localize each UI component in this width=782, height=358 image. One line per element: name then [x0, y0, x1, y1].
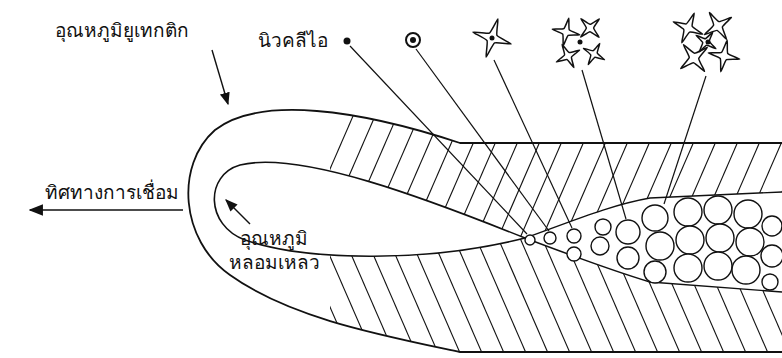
grain — [644, 261, 666, 283]
grain — [642, 205, 668, 231]
hatch-line — [476, 100, 536, 238]
grain — [732, 256, 760, 284]
eutectic-boundary — [188, 110, 782, 352]
dendrite-symbol — [581, 19, 600, 38]
grain — [525, 235, 535, 245]
grain — [616, 220, 640, 244]
nucleus-dot — [578, 40, 583, 45]
boundary-label: อุณหภูมิยูเทกติก — [55, 18, 189, 42]
grain — [706, 224, 734, 252]
grain — [567, 247, 581, 261]
dendrite-symbol — [552, 18, 579, 45]
grain — [544, 232, 556, 244]
grain — [595, 219, 611, 235]
nuclei-label: นิวคลีไอ — [258, 28, 328, 52]
grain — [676, 226, 704, 254]
leader-arrow — [226, 200, 250, 224]
hatch-line — [762, 238, 782, 358]
direction-label: ทิศทางการเชื่อม — [45, 180, 179, 204]
leader-line — [582, 70, 626, 219]
dendrite-symbol — [473, 19, 511, 57]
nuclei-symbols — [344, 13, 740, 72]
nucleus-dot — [706, 40, 711, 45]
leader-line — [494, 60, 572, 228]
grain — [591, 237, 609, 255]
hatching — [150, 90, 782, 358]
grain — [674, 198, 702, 226]
nucleus-dot — [490, 36, 495, 41]
leader-line — [416, 49, 549, 231]
dendrite-symbol — [556, 44, 579, 67]
leader-lines — [350, 46, 706, 234]
grain — [734, 200, 762, 228]
grain — [762, 216, 782, 236]
nucleus-dot — [410, 37, 416, 43]
grain — [646, 232, 674, 260]
grain — [674, 254, 702, 282]
leader-arrow — [212, 50, 228, 104]
nucleus-ring — [406, 33, 420, 47]
hatch-line — [498, 100, 558, 238]
grain-zone-border — [525, 192, 782, 292]
grain — [567, 229, 581, 243]
boundary-label: อุณหภูมิ หลอมเหลว — [222, 226, 326, 274]
grain — [704, 252, 732, 280]
grain — [617, 247, 639, 269]
direction-arrow — [30, 209, 183, 211]
dendrite-symbol — [583, 43, 604, 64]
grain — [704, 196, 732, 224]
dendrite-symbol — [696, 32, 716, 52]
hatch-line — [520, 100, 580, 238]
grain — [736, 228, 764, 256]
leader-line — [664, 76, 706, 204]
grain — [761, 245, 782, 267]
nucleus-dot — [344, 38, 351, 45]
grain-zone — [525, 192, 782, 292]
grain — [762, 274, 778, 290]
